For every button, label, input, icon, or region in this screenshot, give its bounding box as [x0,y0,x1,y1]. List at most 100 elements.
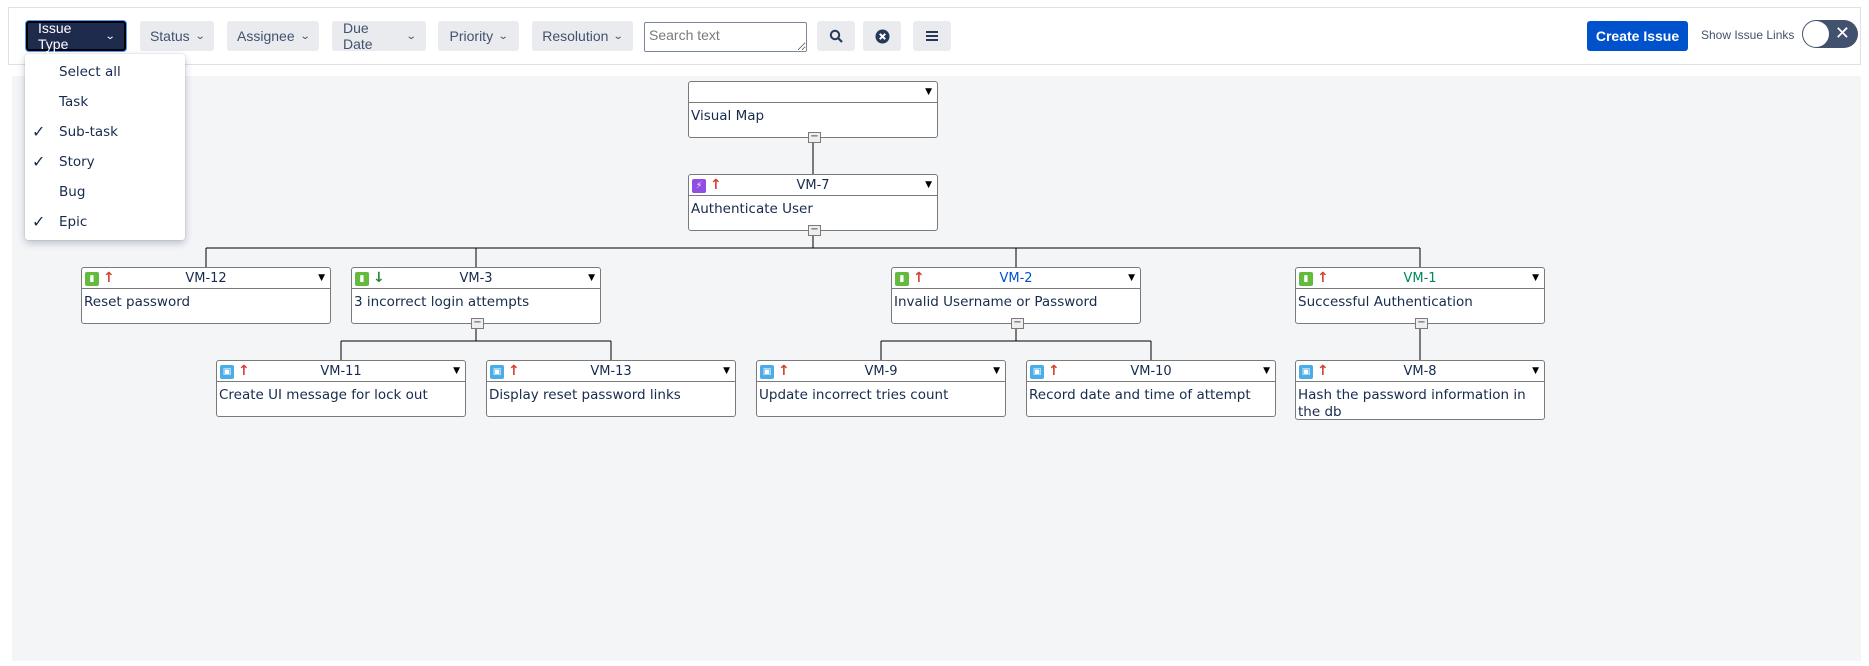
issue-key[interactable]: VM-12 [185,271,227,286]
resolution-filter-label: Resolution [542,28,609,44]
option-label: Select all [59,64,121,80]
dropdown-option-bug[interactable]: Bug [25,177,185,207]
chevron-down-icon: ⌄ [405,30,417,42]
card-header: ▣ ↑ VM-10 ▼ [1027,361,1275,382]
issue-card-vm-9[interactable]: ▣ ↑ VM-9 ▼ Update incorrect tries count [756,360,1006,417]
issue-key[interactable]: VM-11 [320,364,362,379]
issue-card-vm-13[interactable]: ▣ ↑ VM-13 ▼ Display reset password links [486,360,736,417]
option-label: Bug [59,184,86,200]
card-header: ▣ ↑ VM-11 ▼ [217,361,465,382]
priority-high-icon: ↑ [508,363,520,379]
checkmark-icon: ✓ [32,152,46,171]
collapse-toggle-icon[interactable]: − [471,318,484,329]
issue-card-vm-11[interactable]: ▣ ↑ VM-11 ▼ Create UI message for lock o… [216,360,466,417]
card-menu-caret-icon[interactable]: ▼ [925,87,932,97]
subtask-icon: ▣ [1030,365,1044,379]
issue-type-filter-button[interactable]: Issue Type ⌄ [26,20,126,52]
card-menu-caret-icon[interactable]: ▼ [1532,366,1539,376]
card-menu-caret-icon[interactable]: ▼ [1263,366,1270,376]
card-header: ▣ ↑ VM-9 ▼ [757,361,1005,382]
subtask-icon: ▣ [220,365,234,379]
issue-card-vm-3[interactable]: ▮ ↓ VM-3 ▼ 3 incorrect login attempts − [351,267,601,329]
priority-filter-button[interactable]: Priority ⌄ [438,21,519,51]
card-header: ▣ ↑ VM-8 ▼ [1296,361,1544,382]
issue-summary: Successful Authentication [1298,294,1473,310]
issue-card-vm-2[interactable]: ▮ ↑ VM-2 ▼ Invalid Username or Password … [891,267,1141,329]
clear-icon [875,29,889,43]
option-label: Task [59,94,89,110]
issue-card-root[interactable]: ▼ Visual Map − [688,81,938,143]
issue-summary: Update incorrect tries count [759,387,949,403]
collapse-toggle-icon[interactable]: − [808,132,821,143]
priority-high-icon: ↑ [778,363,790,379]
issue-card-vm-7[interactable]: ⚡ ↑ VM-7 ▼ Authenticate User − [688,174,938,236]
priority-high-icon: ↑ [913,270,925,286]
issue-summary: 3 incorrect login attempts [354,294,530,310]
issue-summary: Reset password [84,294,191,310]
story-icon: ▮ [355,272,369,286]
chevron-down-icon: ⌄ [299,30,311,42]
priority-high-icon: ↑ [1317,363,1329,379]
card-header: ⚡ ↑ VM-7 ▼ [689,175,937,196]
card-menu-caret-icon[interactable]: ▼ [723,366,730,376]
search-button[interactable] [817,21,855,51]
issue-key[interactable]: VM-8 [1403,364,1437,379]
issue-summary: Hash the password information in the db [1298,387,1526,420]
subtask-icon: ▣ [1299,365,1313,379]
issue-summary: Invalid Username or Password [894,294,1098,310]
issue-card-vm-10[interactable]: ▣ ↑ VM-10 ▼ Record date and time of atte… [1026,360,1276,417]
search-input[interactable] [644,22,807,52]
priority-high-icon: ↑ [1048,363,1060,379]
issue-card-vm-8[interactable]: ▣ ↑ VM-8 ▼ Hash the password information… [1295,360,1545,420]
issue-summary: Visual Map [691,108,765,124]
issue-type-dropdown: Select all Task ✓ Sub-task ✓ Story Bug ✓… [25,54,185,240]
priority-filter-label: Priority [449,28,494,44]
card-menu-caret-icon[interactable]: ▼ [925,180,932,190]
card-header: ▮ ↑ VM-1 ▼ [1296,268,1544,289]
story-icon: ▮ [85,272,99,286]
dropdown-option-task[interactable]: Task [25,87,185,117]
dropdown-option-epic[interactable]: ✓ Epic [25,207,185,237]
card-menu-caret-icon[interactable]: ▼ [318,273,325,283]
assignee-filter-button[interactable]: Assignee ⌄ [227,21,319,51]
subtask-icon: ▣ [490,365,504,379]
issue-key[interactable]: VM-2 [999,271,1033,286]
card-menu-caret-icon[interactable]: ▼ [1128,273,1135,283]
subtask-icon: ▣ [760,365,774,379]
card-menu-caret-icon[interactable]: ▼ [588,273,595,283]
issue-summary: Display reset password links [489,387,681,403]
issue-key[interactable]: VM-13 [590,364,632,379]
collapse-toggle-icon[interactable]: − [1415,318,1428,329]
dropdown-option-story[interactable]: ✓ Story [25,147,185,177]
collapse-toggle-icon[interactable]: − [1011,318,1024,329]
card-menu-caret-icon[interactable]: ▼ [1532,273,1539,283]
issue-key[interactable]: VM-7 [796,178,830,193]
assignee-filter-label: Assignee [237,28,295,44]
filter-toolbar: Issue Type ⌄ Status ⌄ Assignee ⌄ Due Dat… [8,7,1861,65]
collapse-toggle-icon[interactable]: − [808,225,821,236]
show-issue-links-toggle[interactable]: ✕ [1802,20,1858,48]
status-filter-label: Status [149,28,190,44]
issue-key[interactable]: VM-3 [459,271,493,286]
issue-key[interactable]: VM-1 [1403,271,1437,286]
checkmark-icon: ✓ [32,212,46,231]
issue-key[interactable]: VM-10 [1130,364,1172,379]
resolution-filter-button[interactable]: Resolution ⌄ [532,21,633,51]
due-date-filter-button[interactable]: Due Date ⌄ [332,20,426,52]
status-filter-button[interactable]: Status ⌄ [140,21,214,51]
issue-summary: Authenticate User [691,201,813,217]
chevron-down-icon: ⌄ [497,30,509,42]
card-menu-caret-icon[interactable]: ▼ [993,366,1000,376]
dropdown-option-sub-task[interactable]: ✓ Sub-task [25,117,185,147]
dropdown-option-select-all[interactable]: Select all [25,57,185,87]
issue-card-vm-1[interactable]: ▮ ↑ VM-1 ▼ Successful Authentication − [1295,267,1545,329]
options-menu-button[interactable] [913,21,951,51]
issue-key[interactable]: VM-9 [864,364,898,379]
card-menu-caret-icon[interactable]: ▼ [453,366,460,376]
priority-high-icon: ↑ [710,177,722,193]
close-icon: ✕ [1834,23,1850,43]
create-issue-button[interactable]: Create Issue [1587,21,1688,51]
issue-summary: Create UI message for lock out [219,387,428,403]
issue-card-vm-12[interactable]: ▮ ↑ VM-12 ▼ Reset password [81,267,331,324]
clear-search-button[interactable] [863,21,901,51]
